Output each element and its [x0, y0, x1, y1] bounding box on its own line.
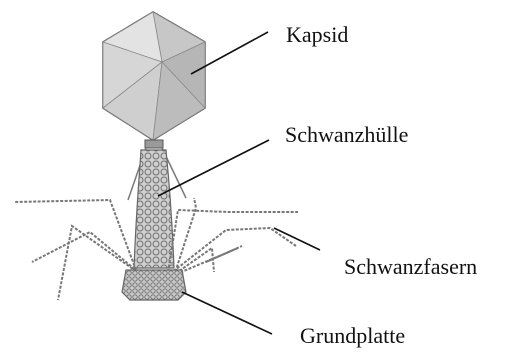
leader-line-tail-fibers	[274, 228, 320, 250]
label-tail-sheath: Schwanzhülle	[285, 124, 408, 146]
label-capsid: Kapsid	[286, 24, 348, 46]
capsid-head	[103, 12, 205, 140]
baseplate	[122, 270, 186, 300]
label-tail-fibers: Schwanzfasern	[344, 256, 477, 278]
leader-line-tail-sheath	[158, 140, 269, 196]
leader-line-baseplate	[182, 292, 272, 334]
tail-sheath	[134, 150, 174, 268]
label-baseplate: Grundplatte	[300, 325, 405, 347]
